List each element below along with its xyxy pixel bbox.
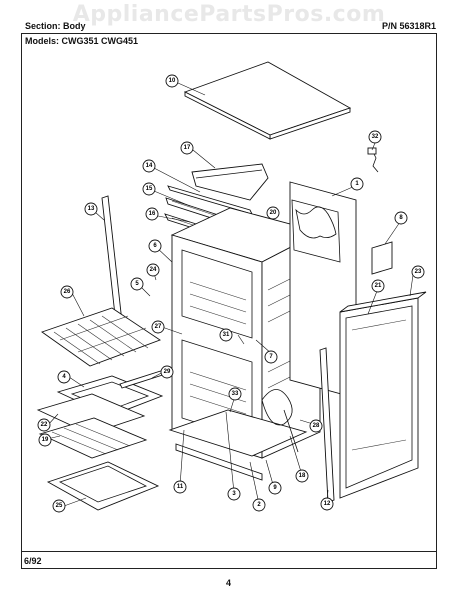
svg-text:19: 19 <box>42 437 49 443</box>
callout-4: 4 <box>57 370 71 384</box>
callout-31: 31 <box>219 328 233 342</box>
svg-text:21: 21 <box>375 283 382 289</box>
svg-text:7: 7 <box>269 354 273 360</box>
bottom-tray <box>168 409 308 481</box>
svg-text:20: 20 <box>270 210 277 216</box>
svg-text:32: 32 <box>372 134 379 140</box>
svg-text:9: 9 <box>273 485 277 491</box>
svg-text:23: 23 <box>415 269 422 275</box>
svg-text:17: 17 <box>184 145 191 151</box>
svg-text:24: 24 <box>150 267 157 273</box>
oven-door <box>339 291 427 499</box>
svg-text:1: 1 <box>355 181 359 187</box>
callout-32: 32 <box>368 130 382 144</box>
wire-connector <box>367 147 379 173</box>
svg-text:15: 15 <box>146 186 153 192</box>
callout-8: 8 <box>394 211 408 225</box>
burner-assembly <box>261 389 299 453</box>
page-number: 4 <box>226 578 232 588</box>
callout-16: 16 <box>145 207 159 221</box>
svg-text:6: 6 <box>153 243 157 249</box>
callout-12: 13 <box>84 202 98 216</box>
svg-text:29: 29 <box>164 369 171 375</box>
section-label: Section: Body <box>25 21 86 31</box>
side-trim-left <box>101 195 123 325</box>
callout-1: 1 <box>350 177 364 191</box>
callout-20: 20 <box>266 206 280 220</box>
callout-29: 29 <box>160 365 174 379</box>
revision-date: 6/92 <box>24 556 42 566</box>
models-label: Models: CWG351 CWG451 <box>25 36 139 46</box>
svg-text:27: 27 <box>155 324 162 330</box>
diagram-frame <box>21 33 437 569</box>
callout-22: 22 <box>37 418 51 432</box>
svg-text:4: 4 <box>62 374 66 380</box>
oven-rack <box>41 307 161 367</box>
callout-5: 5 <box>130 277 144 291</box>
svg-text:26: 26 <box>64 289 71 295</box>
callouts: 10 17 14 15 16 1 32 20 8 23 21 13 6 24 5… <box>37 74 425 513</box>
svg-text:31: 31 <box>223 332 230 338</box>
svg-text:25: 25 <box>56 503 63 509</box>
callout-3: 3 <box>227 487 241 501</box>
callout-7: 7 <box>264 350 278 364</box>
door-trim-strip <box>319 347 335 503</box>
svg-text:13: 13 <box>88 206 95 212</box>
svg-text:33: 33 <box>232 391 239 397</box>
drawer-pan <box>46 461 160 511</box>
callout-2: 2 <box>252 498 266 512</box>
svg-text:2: 2 <box>257 502 261 508</box>
callout-28: 28 <box>309 419 323 433</box>
vent-trim-upper <box>191 163 269 201</box>
callout-27: 27 <box>151 320 165 334</box>
callout-24: 24 <box>146 263 160 277</box>
callout-15: 15 <box>142 182 156 196</box>
bracket <box>371 241 393 275</box>
svg-text:14: 14 <box>146 163 153 169</box>
svg-text:10: 10 <box>169 78 176 84</box>
callout-9: 9 <box>268 481 282 495</box>
callout-25: 25 <box>52 499 66 513</box>
svg-text:5: 5 <box>135 281 139 287</box>
svg-text:3: 3 <box>232 491 236 497</box>
callout-19: 19 <box>38 433 52 447</box>
callout-11: 11 <box>173 480 187 494</box>
svg-text:22: 22 <box>41 422 48 428</box>
callout-6: 6 <box>148 239 162 253</box>
page-code: P/N 56318R1 <box>381 21 436 31</box>
svg-text:28: 28 <box>313 423 320 429</box>
top-panel <box>183 61 352 140</box>
broiler-grid <box>36 393 148 459</box>
callout-21: 21 <box>371 279 385 293</box>
svg-text:8: 8 <box>399 215 403 221</box>
callout-13: 12 <box>320 497 334 511</box>
callout-18: 18 <box>295 469 309 483</box>
callout-26: 26 <box>60 285 74 299</box>
callout-10: 10 <box>165 74 179 88</box>
svg-text:11: 11 <box>177 484 184 490</box>
callout-23: 23 <box>411 265 425 279</box>
svg-text:16: 16 <box>149 211 156 217</box>
footer-divider <box>21 551 437 552</box>
callout-14: 14 <box>142 159 156 173</box>
callout-17: 17 <box>180 141 194 155</box>
svg-text:12: 12 <box>324 501 331 507</box>
svg-text:18: 18 <box>299 473 306 479</box>
watermark: AppliancePartsPros.com <box>72 2 386 27</box>
callout-33: 33 <box>228 387 242 401</box>
